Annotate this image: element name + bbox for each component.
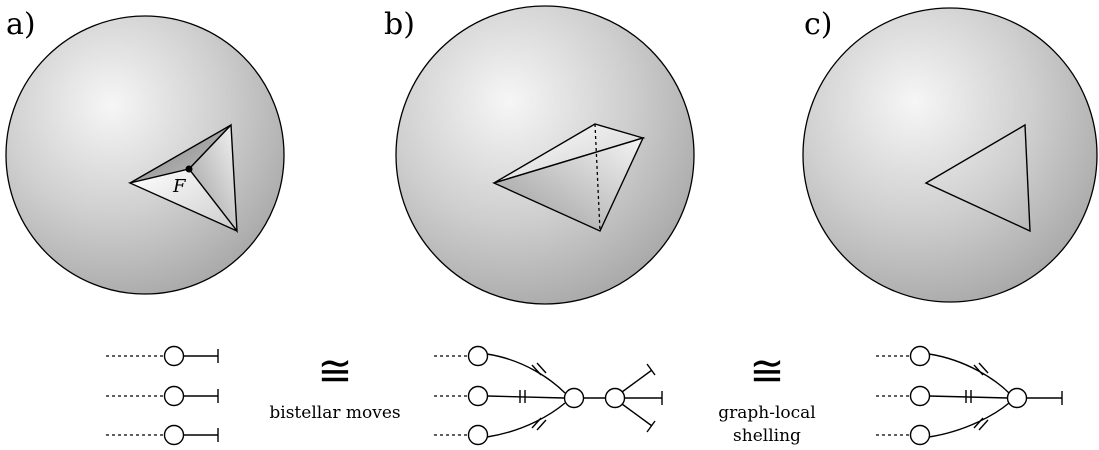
congruence-symbol-1: ≅ [317, 346, 352, 395]
sphere-c [802, 7, 1098, 303]
graph-2-center-node [563, 387, 585, 409]
vertex-f-dot [185, 165, 193, 173]
graph-2-node-bot [467, 424, 489, 446]
panel-b-label: b) [384, 7, 415, 42]
graph-3-node-mid [909, 385, 931, 407]
tetrahedron-a: F [127, 123, 238, 234]
face-a-bottom [127, 168, 238, 232]
caption-graph-local: graph-local [718, 403, 815, 423]
congruence-symbol-2: ≅ [749, 346, 784, 395]
graph-3-node-bot [909, 424, 931, 446]
graph-2-node-mid [467, 385, 489, 407]
graph-3-center-node [1006, 387, 1028, 409]
triangle-c [924, 123, 1031, 233]
panel-c-label: c) [804, 7, 833, 42]
panel-a-label: a) [6, 7, 36, 42]
graph-2-right-node [604, 387, 626, 409]
graph-3-node-top [909, 345, 931, 367]
vertex-f-label: F [172, 176, 187, 197]
graph-2 [434, 345, 663, 446]
relation-1: ≅ bistellar moves [269, 346, 400, 423]
face-b-front [492, 136, 645, 232]
caption-bistellar-moves: bistellar moves [269, 403, 400, 423]
relation-2: ≅ graph-local shelling [718, 346, 815, 446]
graph-1-leg-3 [106, 424, 219, 446]
graph-2-node-top [467, 345, 489, 367]
graph-3 [876, 345, 1063, 446]
graph-1-leg-2 [106, 385, 219, 407]
panel-c: c) [802, 7, 1098, 303]
graph-1 [106, 345, 219, 446]
caption-shelling: shelling [733, 426, 801, 446]
tetrahedron-b [492, 123, 646, 232]
graph-1-leg-1 [106, 345, 219, 367]
sphere-a [5, 15, 285, 295]
panel-b: b) [384, 5, 695, 305]
panel-a: a) F [5, 7, 285, 295]
